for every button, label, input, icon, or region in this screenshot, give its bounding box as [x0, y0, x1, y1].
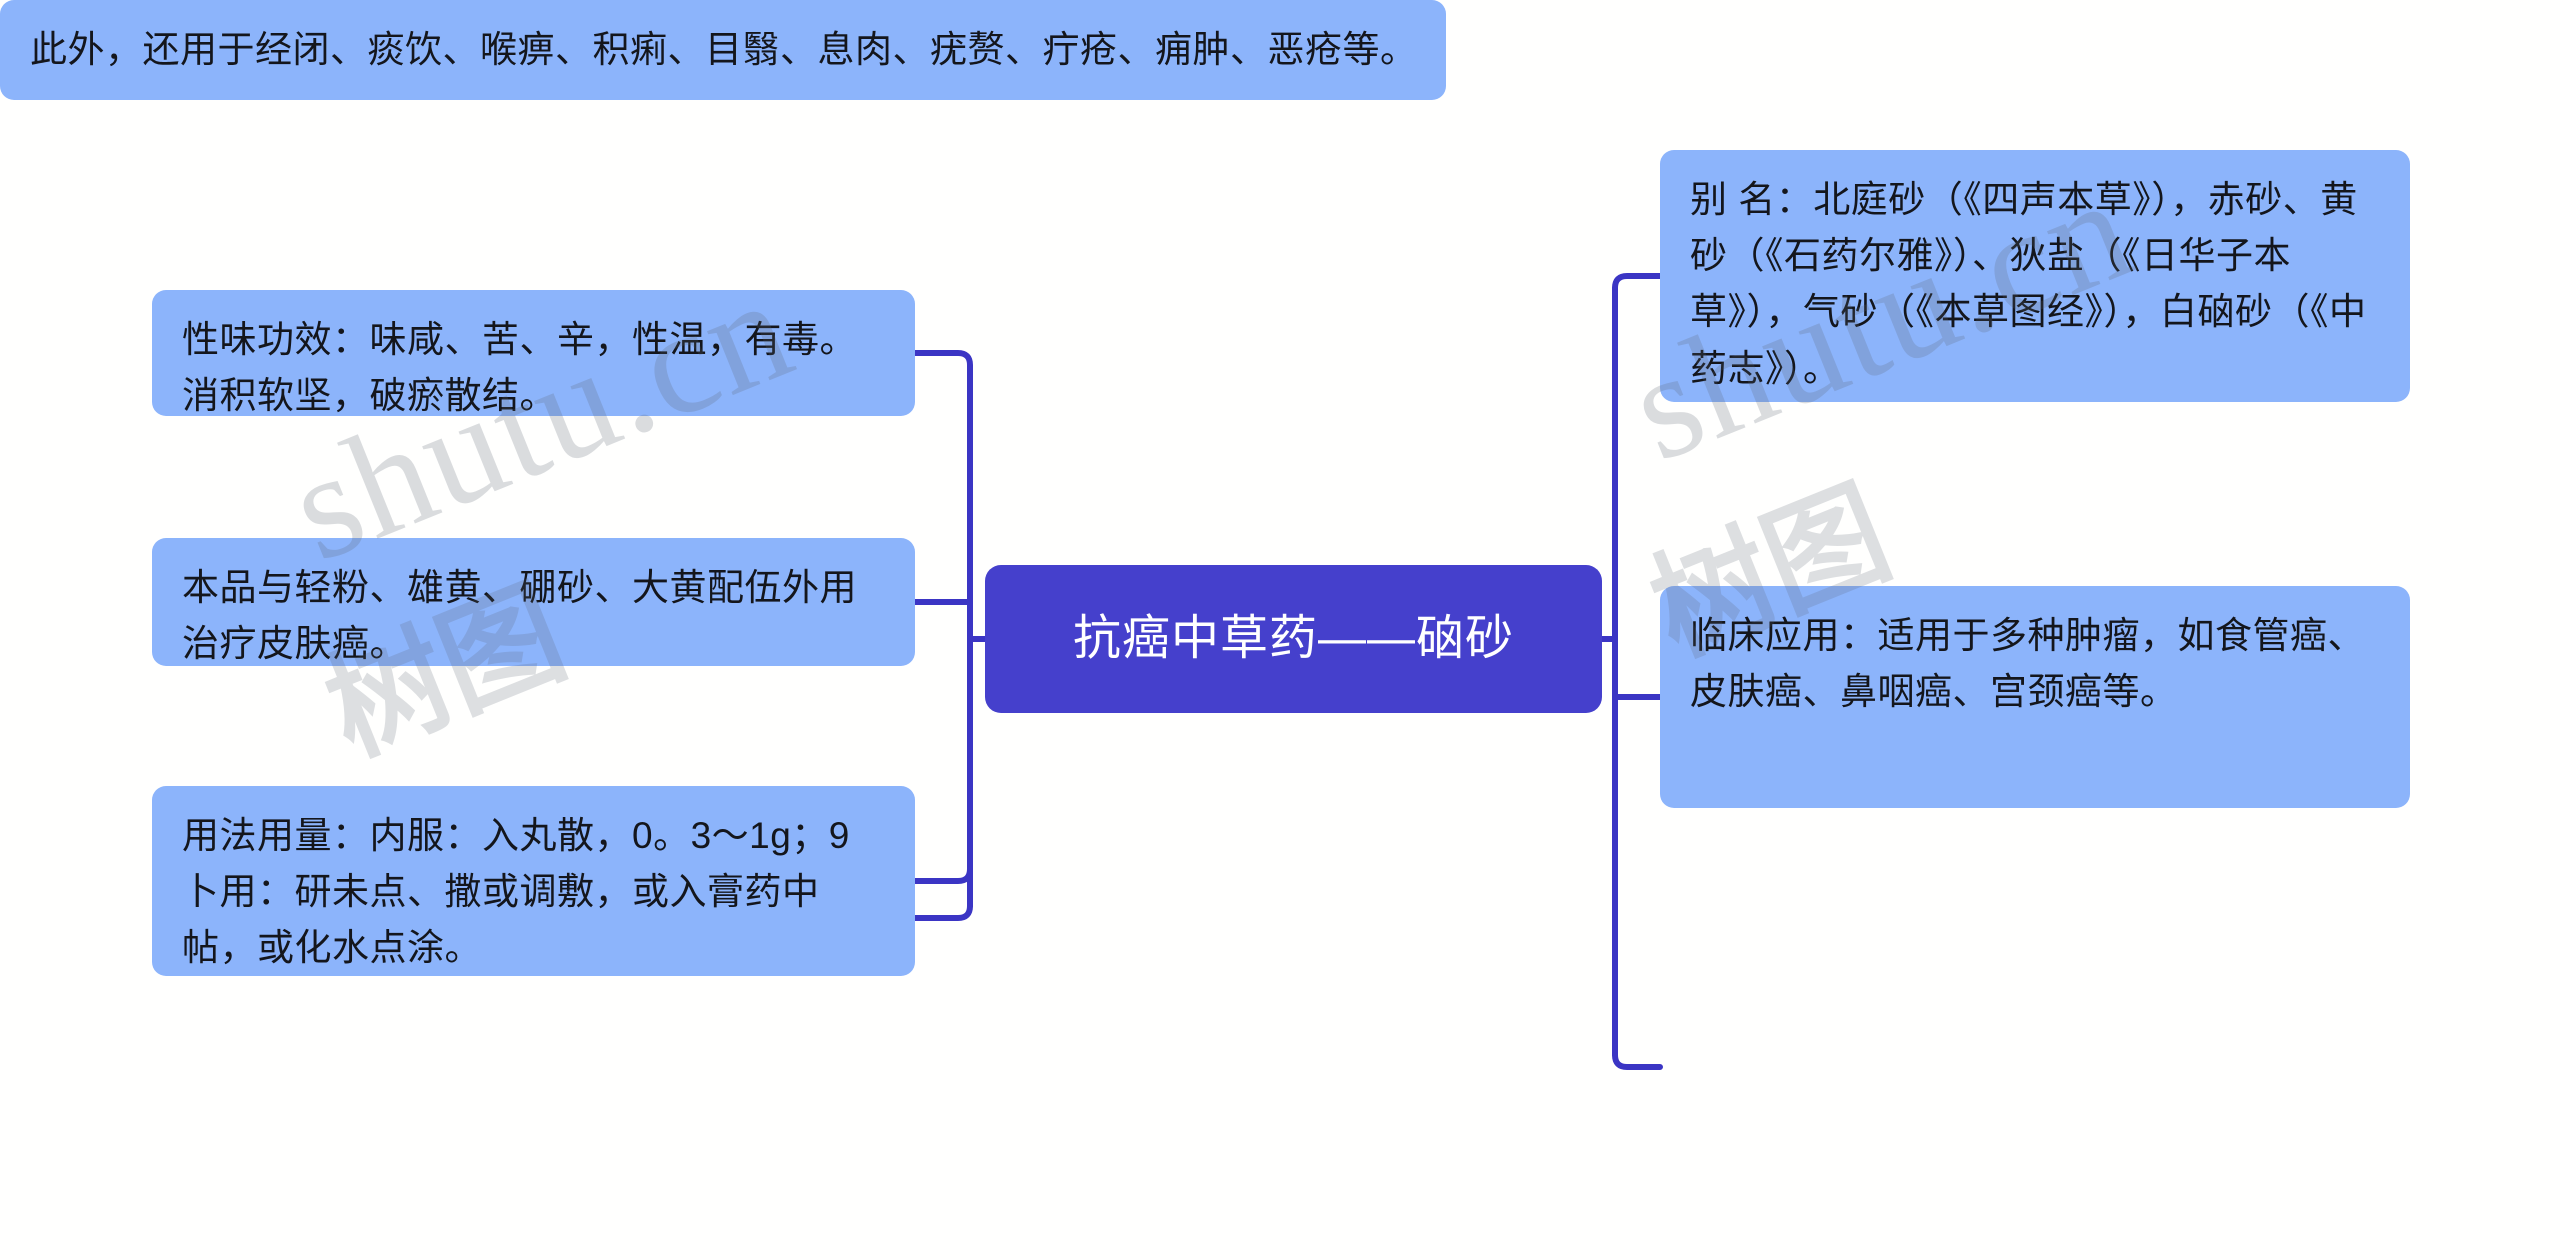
node-properties-and-effects[interactable]: 性味功效：味咸、苦、辛，性温，有毒。消积软坚，破瘀散结。 — [152, 290, 915, 416]
node-dosage-and-administration[interactable]: 用法用量：内服：入丸散，0。3～1g；9卜用：研未点、撒或调敷，或入膏药中帖，或… — [152, 786, 915, 976]
connector-left-branch-3b — [912, 903, 973, 921]
connector-right-branch-1 — [1612, 273, 1663, 291]
connector-left-branch-3 — [912, 866, 973, 909]
root-node-title[interactable]: 抗癌中草药——硇砂 — [985, 565, 1602, 713]
connector-right-branch-3 — [1612, 1052, 1663, 1070]
node-alternative-names[interactable]: 别 名：北庭砂（《四声本草》），赤砂、黄砂（《石药尔雅》）、狄盐（《日华子本草》… — [1660, 150, 2410, 402]
connector-left-branch-1 — [912, 350, 973, 375]
node-clinical-application[interactable]: 临床应用：适用于多种肿瘤，如食管癌、皮肤癌、鼻咽癌、宫颈癌等。 — [1660, 586, 2410, 808]
node-other-uses[interactable]: 此外，还用于经闭、痰饮、喉痹、积痢、目翳、息肉、疣赘、疔疮、痈肿、恶疮等。 — [0, 0, 1446, 101]
node-combination-usage[interactable]: 本品与轻粉、雄黄、硼砂、大黄配伍外用治疗皮肤癌。 — [152, 538, 915, 666]
